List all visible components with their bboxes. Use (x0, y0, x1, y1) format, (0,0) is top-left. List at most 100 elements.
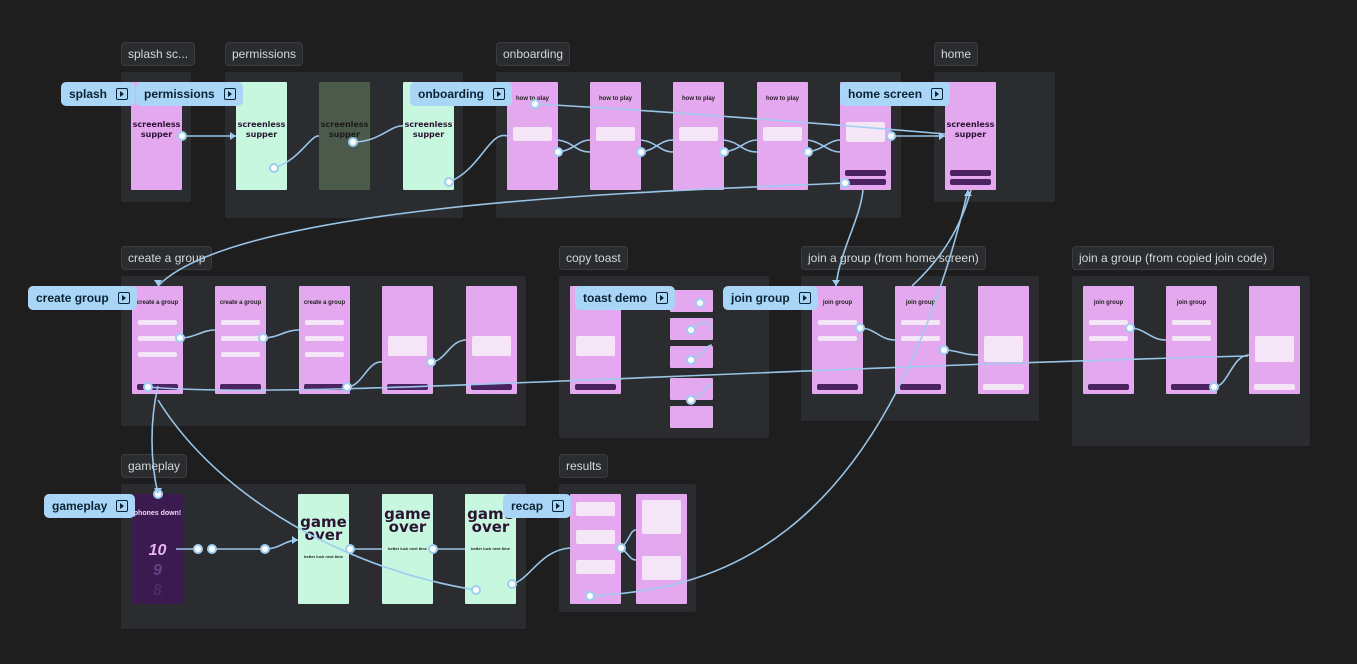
flow-label: permissions (144, 87, 215, 101)
toast-strip-4 (670, 378, 713, 400)
how-to-play-title: how to play (516, 96, 549, 102)
frame-create-2[interactable]: create a group (215, 286, 266, 394)
frame-join-copied-3[interactable] (1249, 286, 1300, 394)
input-field[interactable] (305, 320, 344, 325)
flow-onboarding[interactable]: onboarding (410, 82, 512, 106)
frame-game-over-2[interactable]: game over better luck next time (382, 494, 433, 604)
flow-gameplay[interactable]: gameplay (44, 494, 136, 518)
logo-text: screenless supper (237, 120, 286, 139)
input-field[interactable] (1089, 336, 1128, 341)
frame-onboarding-3[interactable]: how to play (673, 82, 724, 190)
waiting-card (1255, 336, 1294, 362)
frame-onboarding-2[interactable]: how to play (590, 82, 641, 190)
better-luck-text: better luck next time (304, 554, 343, 559)
play-icon[interactable] (552, 500, 565, 512)
join-group-title: join group (905, 300, 936, 306)
members-card (472, 336, 511, 356)
flow-label: create group (36, 291, 109, 305)
section-title-splash[interactable]: splash sc... (121, 42, 196, 66)
primary-button[interactable] (845, 170, 886, 176)
flow-label: toast demo (583, 291, 648, 305)
create-group-button[interactable] (950, 179, 991, 185)
section-title-home[interactable]: home (934, 42, 979, 66)
join-group-title: join group (1093, 300, 1124, 306)
input-field[interactable] (1172, 320, 1211, 325)
secondary-button[interactable] (845, 179, 886, 185)
start-button[interactable] (471, 384, 512, 390)
input-field[interactable] (818, 336, 857, 341)
join-button[interactable] (900, 384, 941, 390)
input-field[interactable] (818, 320, 857, 325)
input-field[interactable] (138, 320, 177, 325)
section-title-results[interactable]: results (559, 454, 609, 478)
frame-results-2[interactable] (636, 494, 687, 604)
continue-button[interactable] (304, 384, 345, 390)
play-icon[interactable] (931, 88, 944, 100)
waiting-button (983, 384, 1024, 390)
input-field[interactable] (221, 336, 260, 341)
play-icon[interactable] (116, 88, 129, 100)
join-button[interactable] (1088, 384, 1129, 390)
info-card (679, 127, 718, 141)
input-field[interactable] (221, 352, 260, 357)
section-title-join-home[interactable]: join a group (from home screen) (801, 246, 986, 270)
join-group-button[interactable] (950, 170, 991, 176)
info-card (513, 127, 552, 141)
flow-permissions[interactable]: permissions (136, 82, 243, 106)
input-field[interactable] (901, 320, 940, 325)
play-icon[interactable] (493, 88, 505, 100)
frame-permissions-2[interactable]: screenless supper (319, 82, 370, 190)
frame-join-copied-2[interactable]: join group (1166, 286, 1217, 394)
game-over-text: game over (384, 505, 431, 536)
flow-label: home screen (848, 87, 923, 101)
section-title-onboarding[interactable]: onboarding (496, 42, 571, 66)
continue-button[interactable] (220, 384, 261, 390)
frame-onboarding-4[interactable]: how to play (757, 82, 808, 190)
join-button[interactable] (817, 384, 858, 390)
input-field[interactable] (1089, 320, 1128, 325)
frame-join-home-3[interactable] (978, 286, 1029, 394)
frame-join-copied-1[interactable]: join group (1083, 286, 1134, 394)
input-field[interactable] (305, 352, 344, 357)
input-field[interactable] (138, 352, 177, 357)
frame-join-home-1[interactable]: join group (812, 286, 863, 394)
how-to-play-title: how to play (599, 96, 632, 102)
flow-create-group[interactable]: create group (28, 286, 137, 310)
input-field[interactable] (138, 336, 177, 341)
section-title-copy-toast[interactable]: copy toast (559, 246, 628, 270)
section-title-create-group[interactable]: create a group (121, 246, 213, 270)
flow-home-screen[interactable]: home screen (840, 82, 951, 106)
frame-permissions-1[interactable]: screenless supper (236, 82, 287, 190)
play-icon[interactable] (117, 292, 130, 304)
frame-results-1[interactable] (570, 494, 621, 604)
how-to-play-title: how to play (682, 96, 715, 102)
section-title-join-copied[interactable]: join a group (from copied join code) (1072, 246, 1275, 270)
start-button[interactable] (575, 384, 616, 390)
flow-recap[interactable]: recap (503, 494, 572, 518)
flow-join-group[interactable]: join group (723, 286, 818, 310)
join-group-title: join group (822, 300, 853, 306)
play-icon[interactable] (798, 292, 811, 304)
flow-toast-demo[interactable]: toast demo (575, 286, 676, 310)
how-to-play-title: how to play (766, 96, 799, 102)
flow-splash[interactable]: splash (61, 82, 136, 106)
flow-label: splash (69, 87, 108, 101)
frame-create-3[interactable]: create a group (299, 286, 350, 394)
frame-gameplay-countdown[interactable]: phones down! 10 9 8 (132, 494, 183, 604)
flow-label: join group (731, 291, 790, 305)
play-icon[interactable] (116, 500, 129, 512)
input-field[interactable] (221, 320, 260, 325)
play-icon[interactable] (656, 292, 669, 304)
countdown-10: 10 (148, 542, 167, 559)
input-field[interactable] (1172, 336, 1211, 341)
logo-text: screenless supper (320, 120, 369, 139)
frame-create-5[interactable] (466, 286, 517, 394)
frame-create-1[interactable]: create a group (132, 286, 183, 394)
section-title-permissions[interactable]: permissions (225, 42, 304, 66)
input-field[interactable] (305, 336, 344, 341)
play-icon[interactable] (223, 88, 236, 100)
create-group-title: create a group (303, 300, 346, 306)
join-button[interactable] (1171, 384, 1212, 390)
frame-home[interactable]: screenless supper (945, 82, 996, 190)
